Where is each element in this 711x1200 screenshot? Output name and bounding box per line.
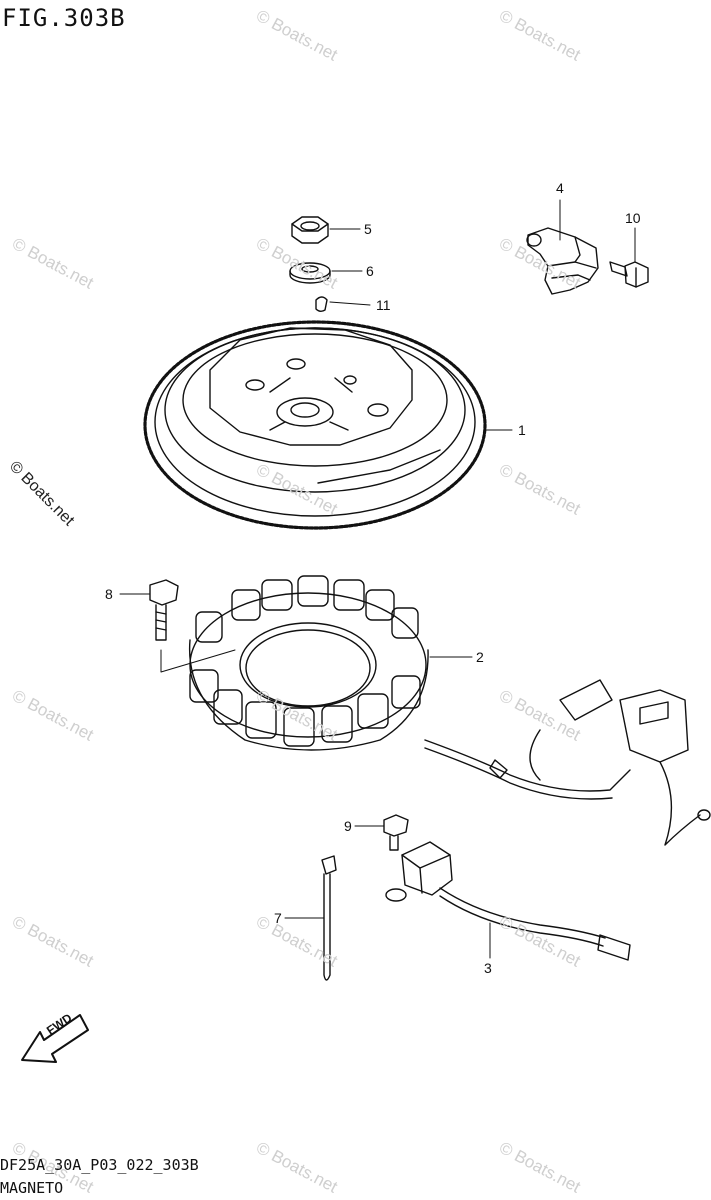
washer-part — [289, 262, 331, 284]
fwd-arrow-icon — [21, 1014, 89, 1063]
callout-10: 10 — [625, 210, 641, 226]
bolt-10-part — [609, 261, 649, 288]
figure-title: FIG.303B — [2, 4, 126, 32]
figure-code: DF25A_30A_P03_022_303B — [0, 1156, 199, 1174]
callout-5: 5 — [364, 221, 372, 237]
key-part — [315, 296, 328, 312]
leader-lines — [119, 199, 636, 919]
callout-4: 4 — [556, 180, 564, 196]
cable-tie-part — [321, 855, 337, 981]
callout-9: 9 — [344, 818, 352, 834]
callout-1: 1 — [518, 422, 526, 438]
stator-part — [188, 575, 711, 846]
figure-name: MAGNETO — [0, 1179, 64, 1197]
callout-8: 8 — [105, 586, 113, 602]
flywheel-part — [143, 320, 487, 530]
callout-2: 2 — [476, 649, 484, 665]
callout-3: 3 — [484, 960, 492, 976]
callout-7: 7 — [274, 910, 282, 926]
nut-part — [291, 216, 329, 244]
pulser-coil-part — [385, 841, 631, 961]
bolt-8-part — [149, 579, 236, 673]
sensor-part — [526, 227, 599, 295]
callout-11: 11 — [376, 297, 391, 313]
callout-6: 6 — [366, 263, 374, 279]
bolt-9-part — [383, 814, 409, 851]
